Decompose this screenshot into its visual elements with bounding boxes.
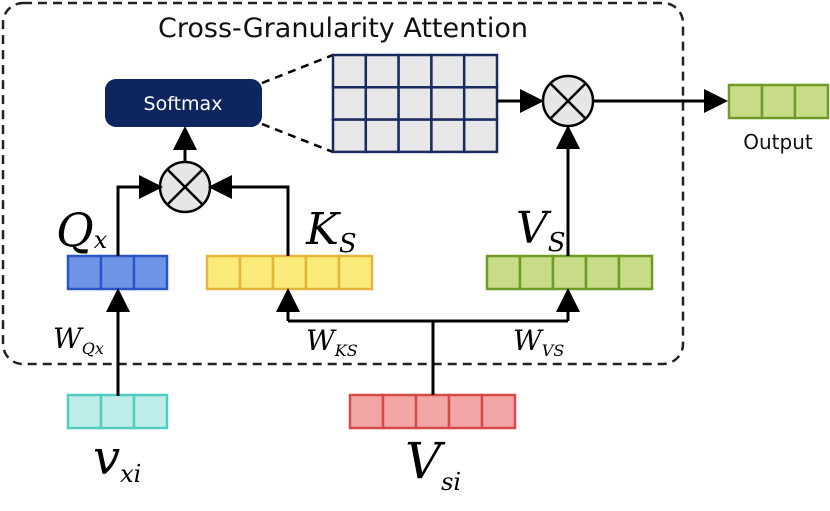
matrix-cell — [331, 86, 368, 121]
vec-k-cell — [271, 254, 308, 291]
ks-label: KS — [305, 204, 357, 259]
wvs-label: WVS — [513, 324, 564, 360]
vec-q-cell — [66, 254, 103, 291]
vec-out-cell — [793, 83, 830, 120]
matrix-cell — [462, 86, 499, 121]
softmax-box — [105, 79, 262, 127]
matrix-cell — [397, 118, 433, 154]
vec-q-cell — [132, 254, 169, 291]
vec-v-cell — [518, 254, 555, 291]
vec-vxi-cell — [132, 393, 169, 430]
vs-vector — [485, 254, 654, 291]
vec-v-cell — [485, 254, 522, 291]
qx-label: Qx — [56, 203, 108, 257]
matrix-cell — [364, 53, 400, 89]
ks-vector — [205, 254, 374, 291]
vec-out-cell — [760, 83, 797, 120]
vec-k-cell — [205, 254, 242, 291]
output-label: Output — [743, 130, 813, 154]
matrix-cell — [430, 53, 466, 89]
vec-vsi-cell — [447, 393, 484, 430]
vsi-vector — [348, 393, 517, 430]
matrix-cell — [462, 118, 499, 154]
qx-vector — [66, 254, 169, 291]
vec-k-cell — [238, 254, 275, 291]
vec-v-cell — [617, 254, 654, 291]
vec-v-cell — [551, 254, 588, 291]
zoom-line-top — [261, 53, 334, 85]
wks-label: WKS — [306, 324, 358, 360]
multiply-circle-av — [541, 74, 595, 128]
vec-k-cell — [304, 254, 341, 291]
vec-q-cell — [99, 254, 136, 291]
vec-vsi-cell — [348, 393, 385, 430]
softmax-label: Softmax — [144, 93, 223, 115]
vec-vxi-cell — [66, 393, 103, 430]
vec-k-cell — [337, 254, 374, 291]
output-vector — [727, 83, 830, 120]
vec-v-cell — [584, 254, 621, 291]
diagram-title: Cross-Granularity Attention — [158, 13, 528, 44]
vxi-vector — [66, 393, 169, 430]
vec-vsi-cell — [414, 393, 451, 430]
vsi-label: Vsi — [405, 432, 461, 496]
attention-frame — [1, 1, 685, 366]
matrix-cell — [430, 86, 466, 121]
vec-vsi-cell — [381, 393, 418, 430]
vxi-label: vxi — [93, 430, 141, 488]
matrix-cell — [364, 118, 400, 154]
matrix-cell — [397, 53, 433, 89]
vec-vxi-cell — [99, 393, 136, 430]
wqx-label: WQx — [53, 322, 104, 358]
matrix-cell — [397, 86, 433, 121]
multiply-circle-qk — [158, 160, 212, 214]
matrix-cell — [364, 86, 400, 121]
attention-matrix — [331, 53, 499, 154]
arrow-ks-to-mult — [208, 175, 290, 256]
zoom-line-bottom — [261, 122, 334, 154]
matrix-cell — [462, 53, 499, 89]
matrix-cell — [331, 118, 368, 154]
arrow-qx-to-mult — [116, 175, 163, 256]
vec-out-cell — [727, 83, 764, 120]
vec-vsi-cell — [480, 393, 517, 430]
matrix-cell — [331, 53, 368, 89]
vs-label: VS — [516, 203, 566, 258]
matrix-cell — [430, 118, 466, 154]
